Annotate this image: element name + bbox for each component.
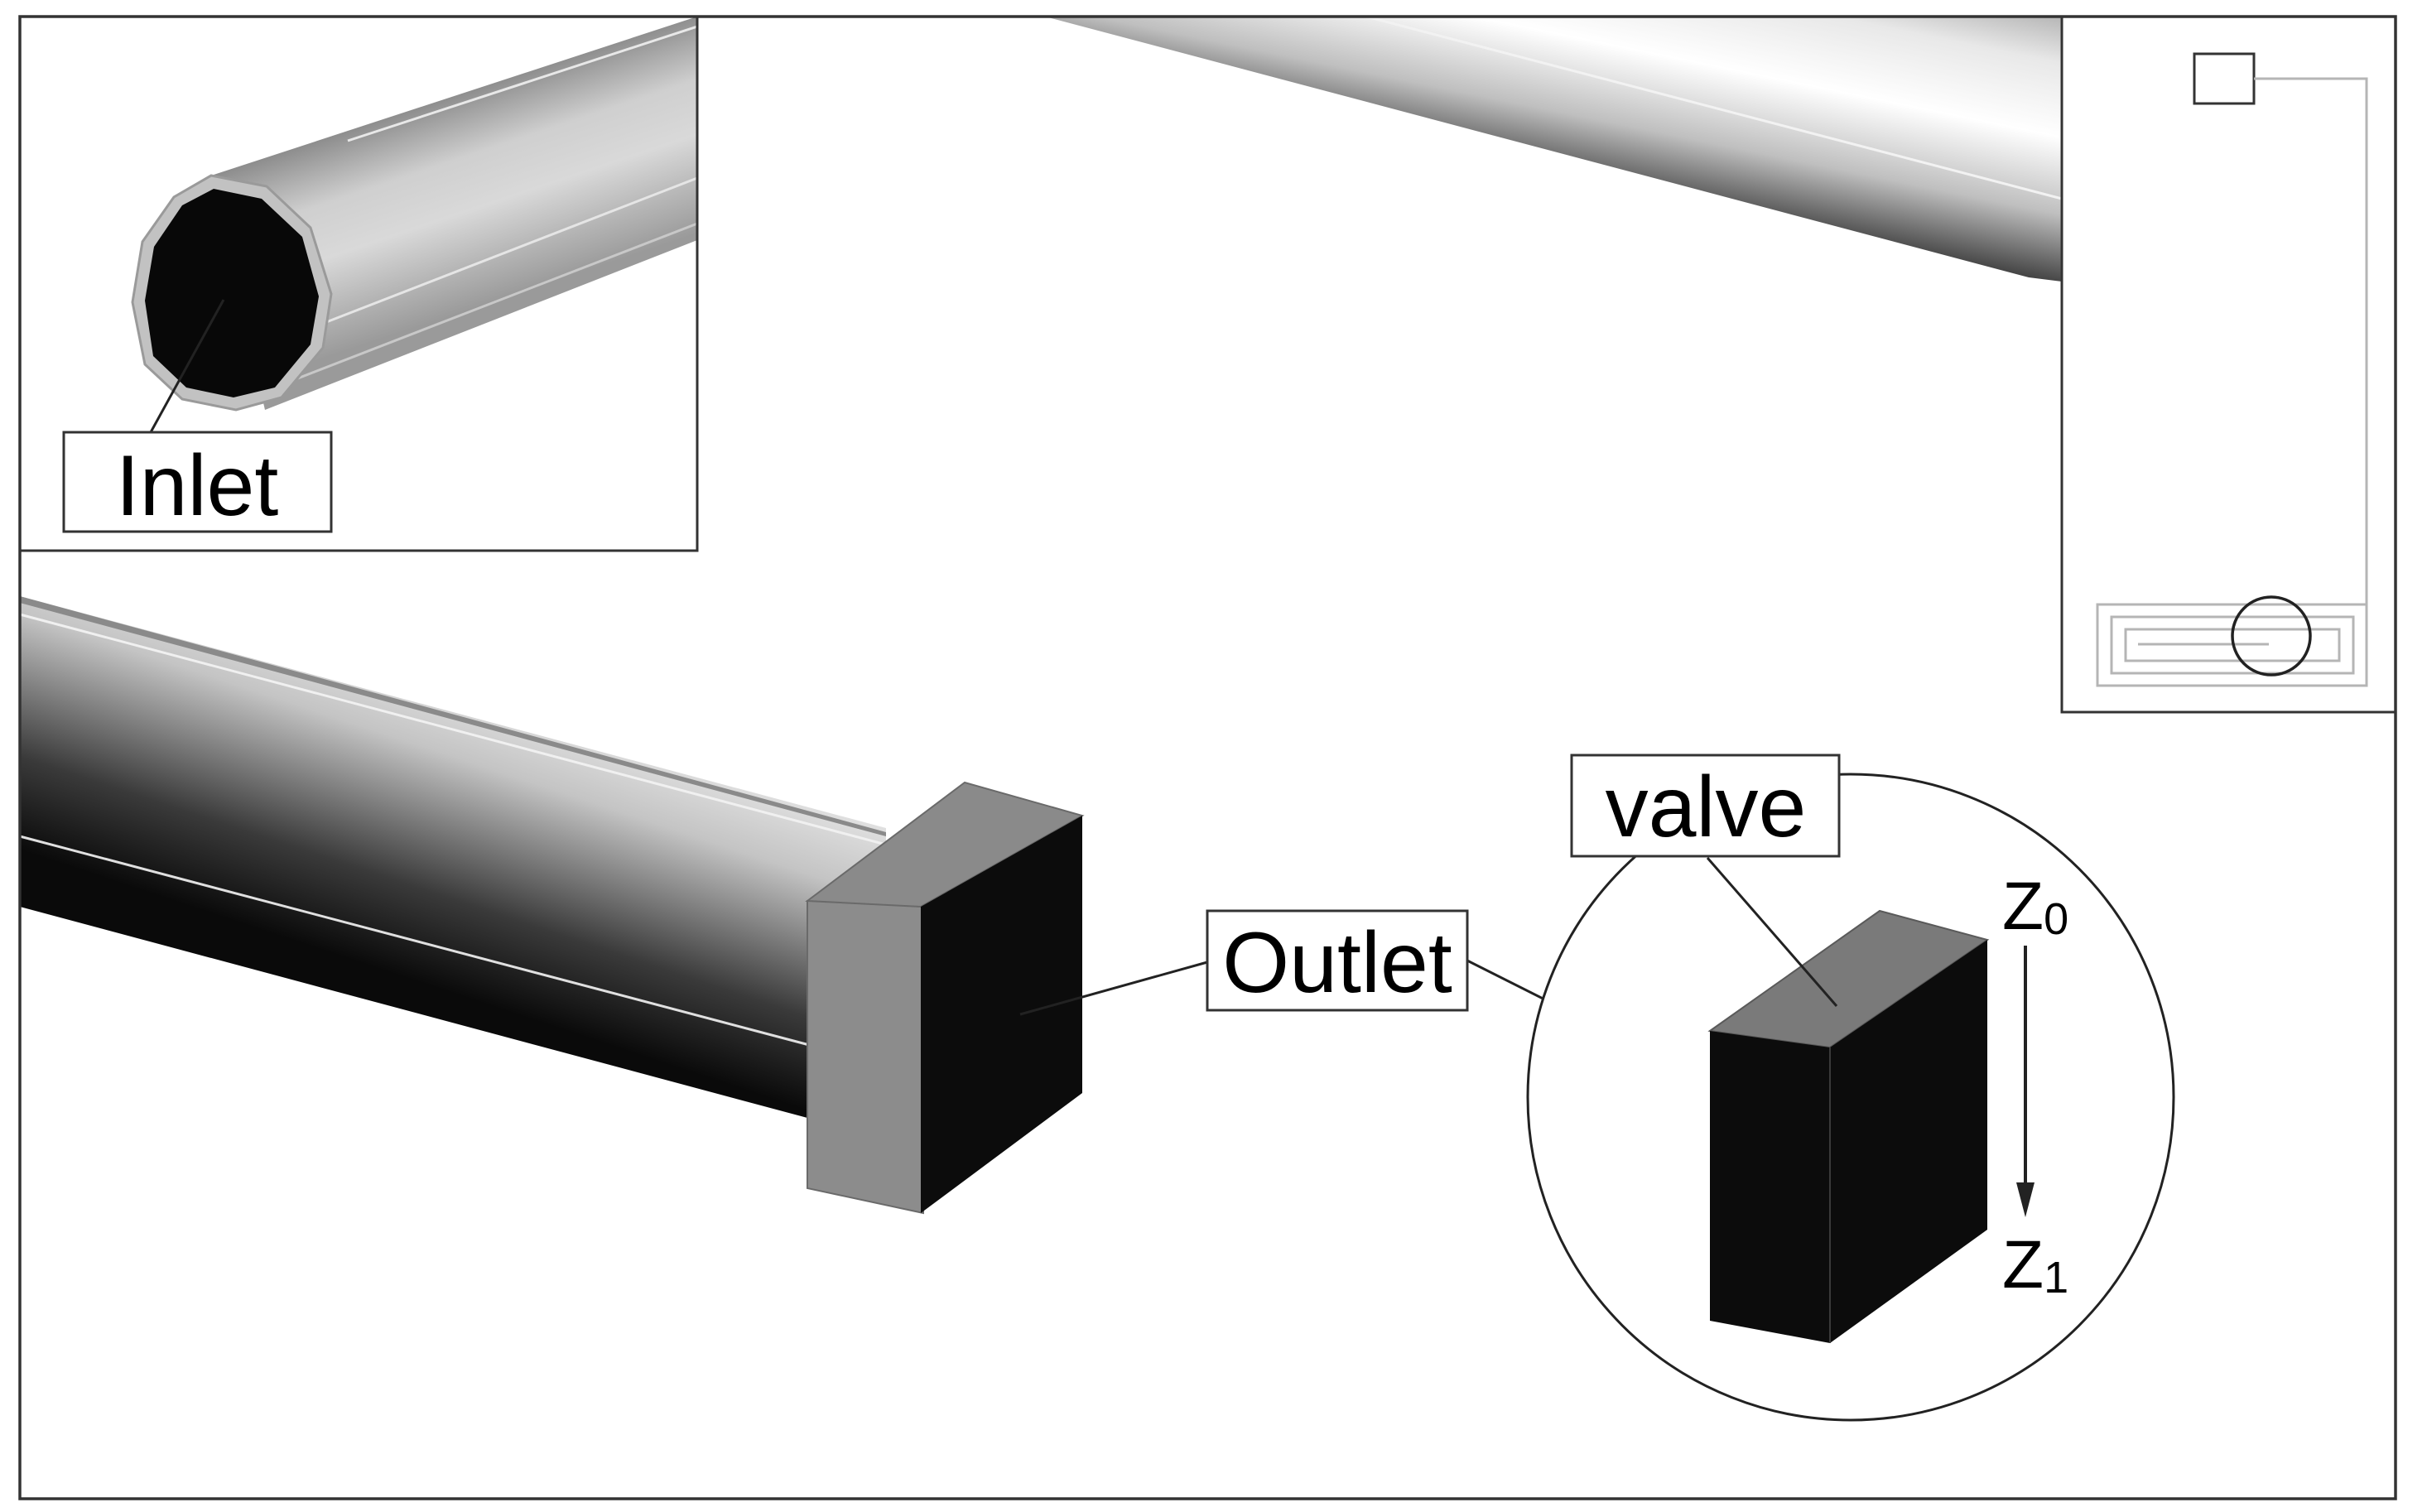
outlet-label-box	[1206, 909, 1469, 1012]
z-axis-arrowhead	[2016, 1182, 2035, 1217]
outlet-label: Outlet	[1222, 915, 1452, 1011]
valve-front-face	[1710, 1031, 1830, 1343]
z1-label: Z1	[2002, 1227, 2068, 1303]
z0-subscript: 0	[2044, 894, 2068, 944]
inlet-opening	[145, 189, 319, 397]
valve-side-face	[1830, 940, 1987, 1343]
valve-detail: valve Z0 Z1	[1526, 754, 2175, 1422]
outlet-callout: Outlet	[1019, 909, 1715, 1086]
inlet-inset: Inlet	[18, 15, 699, 552]
z0-letter: Z	[2002, 869, 2044, 944]
upper-pipe	[1035, 17, 2063, 282]
z1-subscript: 1	[2044, 1253, 2068, 1303]
z0-label: Z0	[2002, 869, 2068, 944]
outer-frame	[18, 15, 2397, 1500]
z1-letter: Z	[2002, 1227, 2044, 1303]
valve-label-box	[1570, 754, 1841, 858]
schematic-valve-circle	[2231, 595, 2312, 677]
main-pipe	[19, 596, 887, 1118]
inlet-label: Inlet	[116, 438, 279, 534]
valve-label: valve	[1606, 759, 1807, 855]
inlet-label-box	[62, 431, 333, 533]
outlet-face	[921, 816, 1082, 1213]
layout-schematic-inset	[2060, 15, 2397, 714]
outlet-flange	[805, 781, 1085, 1215]
